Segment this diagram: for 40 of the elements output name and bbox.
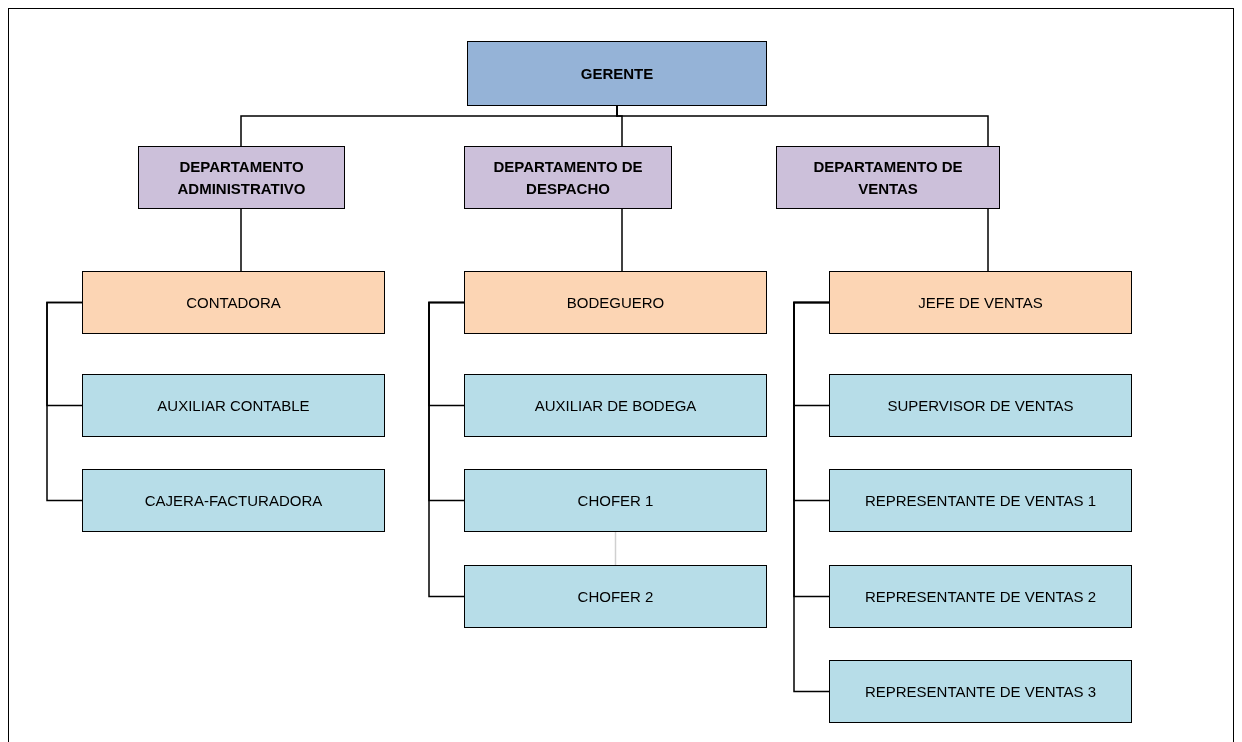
org-box — [464, 271, 767, 334]
position-title: REPRESENTANTE DE VENTAS 3 — [864, 681, 1097, 702]
position-title: CHOFER 1 — [577, 490, 654, 511]
position-title: AUXILIAR DE BODEGA — [534, 395, 697, 416]
org-box — [464, 565, 767, 628]
connector-line — [614, 531, 617, 566]
org-box — [464, 469, 767, 532]
connector-line — [240, 208, 242, 272]
connector-line — [621, 208, 623, 272]
org-box — [829, 374, 1132, 437]
org-box — [829, 565, 1132, 628]
org-box — [138, 146, 345, 209]
position-title: DEPARTAMENTO DE DESPACHO — [492, 156, 644, 199]
org-box — [464, 374, 767, 437]
position-title: DEPARTAMENTO DE VENTAS — [812, 156, 964, 199]
position-title: GERENTE — [580, 63, 654, 84]
position-title: CONTADORA — [186, 292, 281, 313]
position-title: BODEGUERO — [566, 292, 665, 313]
position-title: SUPERVISOR DE VENTAS — [887, 395, 1074, 416]
position-title: AUXILIAR CONTABLE — [157, 395, 310, 416]
org-box — [829, 469, 1132, 532]
connector-line — [793, 301, 830, 693]
org-box — [82, 271, 385, 334]
org-box — [82, 469, 385, 532]
position-title: JEFE DE VENTAS — [918, 292, 1043, 313]
org-box — [829, 271, 1132, 334]
position-title: REPRESENTANTE DE VENTAS 1 — [864, 490, 1097, 511]
position-title: REPRESENTANTE DE VENTAS 2 — [864, 586, 1097, 607]
connector-line — [616, 105, 989, 147]
position-title: DEPARTAMENTO ADMINISTRATIVO — [176, 156, 307, 199]
connector-line — [46, 301, 83, 502]
position-title: CHOFER 2 — [577, 586, 654, 607]
org-box — [829, 660, 1132, 723]
org-box — [82, 374, 385, 437]
connector-line — [987, 208, 989, 272]
position-title: CAJERA-FACTURADORA — [144, 490, 323, 511]
org-box — [776, 146, 1000, 209]
org-box — [467, 41, 767, 106]
org-box — [464, 146, 672, 209]
connector-line — [428, 301, 465, 598]
